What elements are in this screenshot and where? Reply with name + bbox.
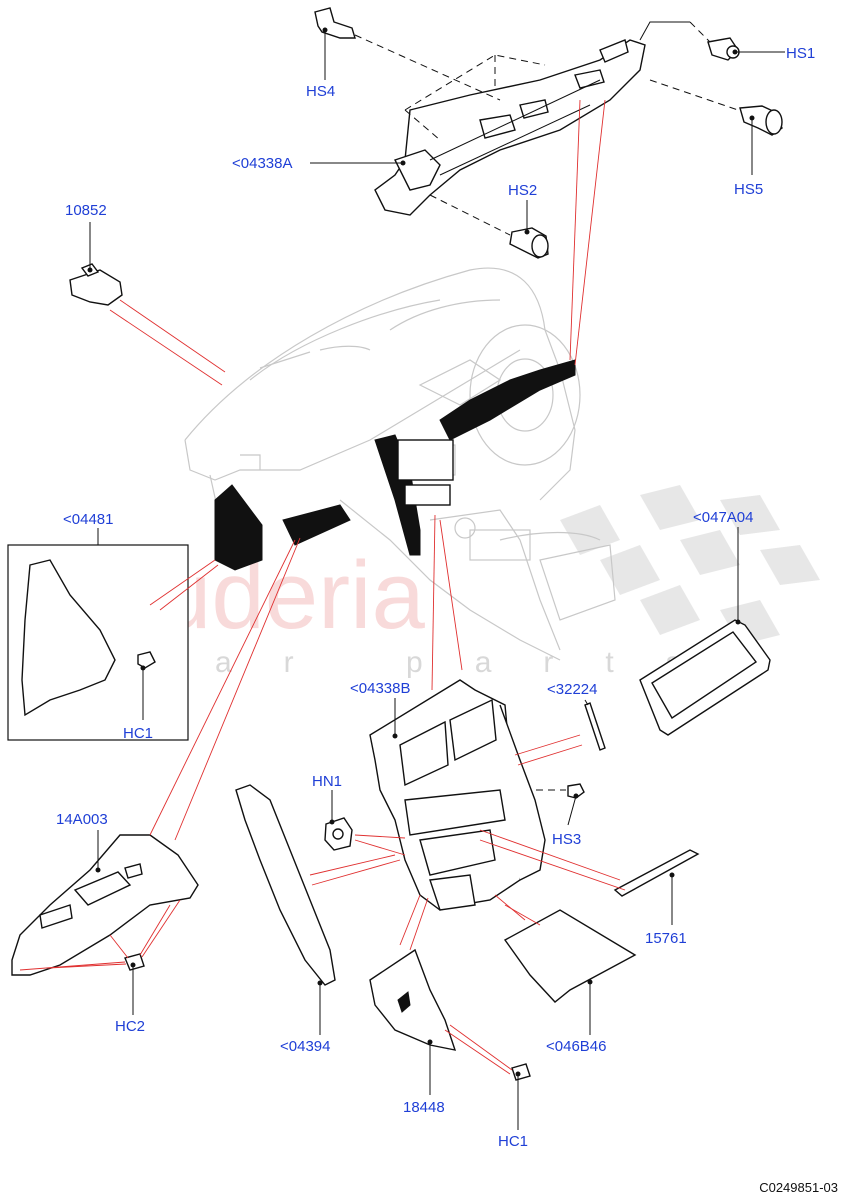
label-04394: <04394 [280,1038,330,1055]
label-hs3: HS3 [552,831,581,848]
trim-18448 [369,948,457,1051]
label-04338B: <04338B [350,680,410,697]
mat-046B46 [503,909,637,1003]
console-frame-04338B [369,679,546,911]
label-047A04: <047A04 [693,509,753,526]
bolt-hs1-icon [639,21,740,61]
label-hc1-bottom: HC1 [498,1133,528,1150]
label-04338A: <04338A [232,155,292,172]
label-32224: <32224 [547,681,597,698]
display-047A04 [639,619,771,736]
label-046B46: <046B46 [546,1038,606,1055]
clip-hc1-bottom-icon [511,1063,531,1081]
nut-hn1-icon [324,817,353,851]
label-10852: 10852 [65,202,107,219]
reference-code: C0249851-03 [759,1180,838,1195]
label-hs4: HS4 [306,83,335,100]
side-trim-04394 [235,784,336,986]
label-hc2: HC2 [115,1018,145,1035]
dashboard-outline [184,267,616,661]
bolt-hs2-icon [429,194,549,259]
label-18448: 18448 [403,1099,445,1116]
checkered-flag-icon [560,485,820,645]
bolt-hs5-icon [649,79,783,136]
end-panel-shape [214,484,263,571]
strip-15761 [613,849,700,897]
label-14A003: 14A003 [56,811,108,828]
crossbeam-installed-shape [439,359,576,441]
watermark-sub: car parts [148,646,733,679]
label-04481: <04481 [63,511,113,528]
lower-trim-shape [282,504,351,546]
label-hs1: HS1 [786,45,815,62]
callout-labels: HS4 HS1 <04338A HS5 HS2 10852 <04481 HC1… [56,45,815,1150]
bracket-10852 [69,263,123,306]
end-panel-04481 [21,559,156,717]
red-association-lines [19,99,626,1075]
cross-car-beam [374,39,646,216]
label-hn1: HN1 [312,773,342,790]
bolt-hs4-icon [314,7,501,101]
strip-32224 [584,702,606,751]
label-hs5: HS5 [734,181,763,198]
lower-panel-14A003 [11,834,199,976]
leader-lines [87,27,785,1130]
label-15761: 15761 [645,930,687,947]
clip-hc2-icon [124,953,145,971]
label-hc1-box: HC1 [123,725,153,742]
label-hs2: HS2 [508,182,537,199]
